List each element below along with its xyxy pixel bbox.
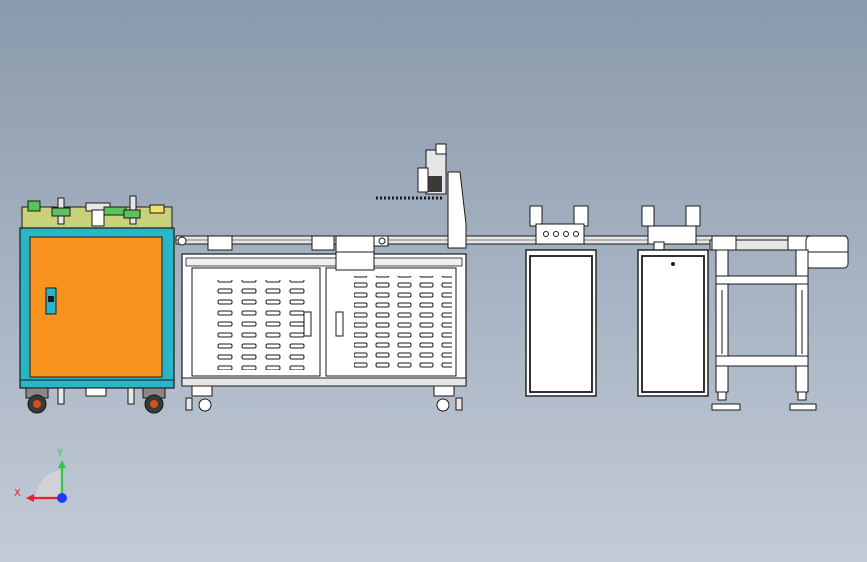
gripper-block (335, 235, 375, 271)
vent-panel-left (214, 280, 310, 370)
press-head[interactable] (335, 143, 467, 271)
door-handle-left (303, 311, 312, 337)
vent-panel-right (354, 276, 452, 370)
door-handle-right (335, 311, 344, 337)
outfeed-stand[interactable] (709, 235, 849, 411)
z-axis-dot (57, 493, 67, 503)
x-axis-label: X (14, 488, 21, 499)
y-axis-label: Y (56, 448, 64, 459)
coordinate-triad: X Y (14, 448, 67, 503)
station-one[interactable] (525, 205, 597, 397)
station-two[interactable] (637, 205, 709, 397)
loading-cabinet[interactable] (19, 195, 175, 414)
main-machine-base[interactable] (181, 253, 467, 412)
